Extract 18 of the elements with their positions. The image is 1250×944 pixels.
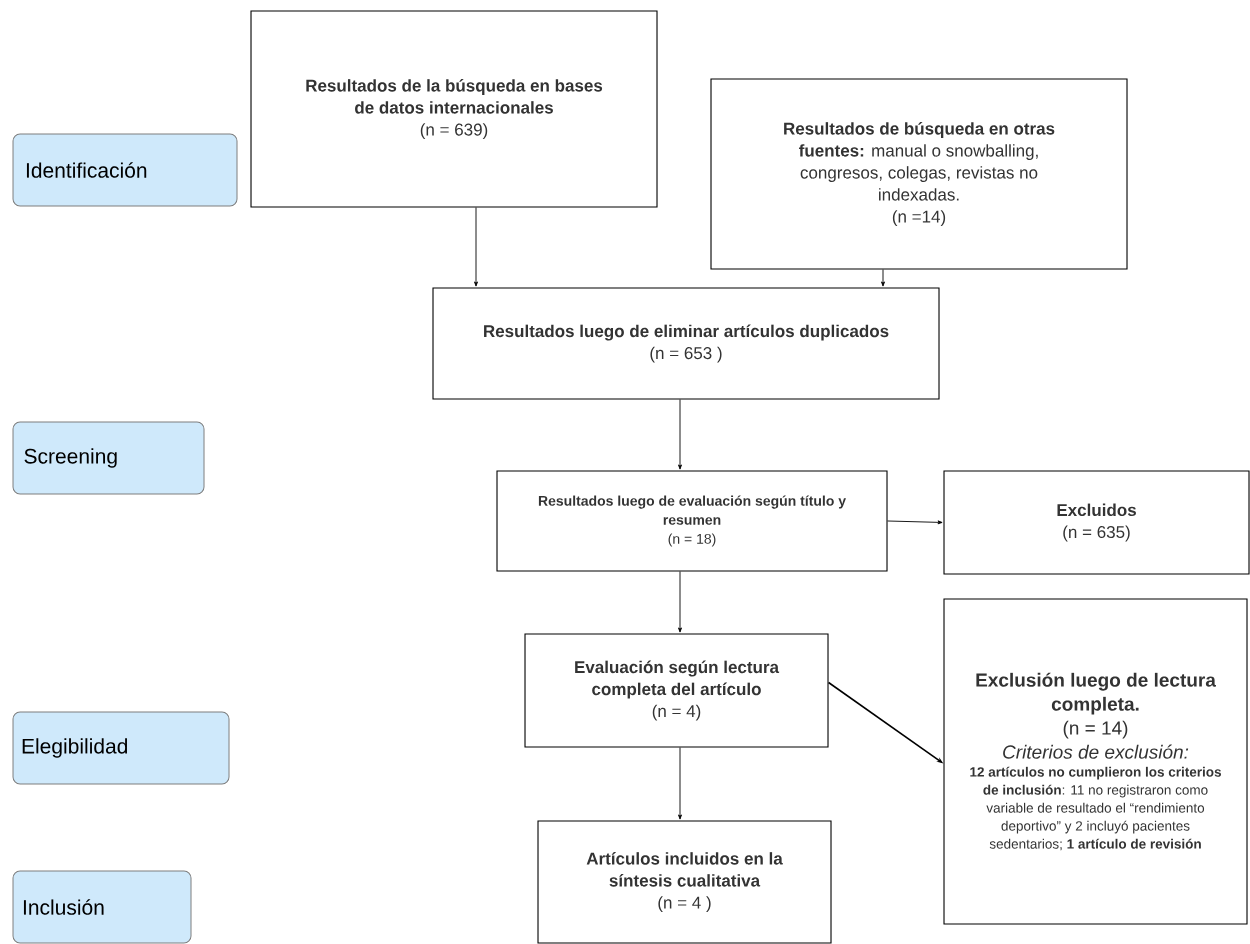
- phase-label-box: Inclusión: [12, 870, 192, 944]
- phase-label-box: Screening: [12, 421, 205, 495]
- process-box: Resultados luego de evaluación según título y resumen (n = 18): [496, 470, 888, 572]
- process-box: Resultados de búsqueda en otras fuentes: manual o snowballing, congresos, colegas, revistas no indexadas. (n =14): [710, 78, 1128, 270]
- arrow: [678, 399, 682, 470]
- arrow: [678, 747, 682, 820]
- arrow: [881, 269, 885, 287]
- arrow: [474, 207, 478, 287]
- process-box: Resultados de la búsqueda en bases de datos internacionales (n = 639): [250, 10, 658, 208]
- arrow: [678, 571, 682, 633]
- process-box: Excluidos (n = 635): [943, 470, 1250, 575]
- phase-label-box: Elegibilidad: [12, 711, 230, 785]
- phase-label-box: Identificación: [12, 133, 238, 207]
- process-box: Evaluación según lectura completa del artículo (n = 4): [524, 633, 829, 748]
- arrow: [887, 520, 943, 525]
- process-box: Artículos incluidos en la síntesis cualitativa (n = 4 ): [537, 820, 832, 944]
- process-box: Resultados luego de eliminar artículos duplicados (n = 653 ): [432, 287, 940, 400]
- process-box: Exclusión luego de lectura completa. (n = 14) Criterios de exclusión: 12 artículos no cumplieron los criterios de inclusión: 11 no registraron como variable de resultado el “rendimiento deportivo” y 2 incluyó pacientes sedentarios; 1 artículo de revisión: [943, 598, 1248, 925]
